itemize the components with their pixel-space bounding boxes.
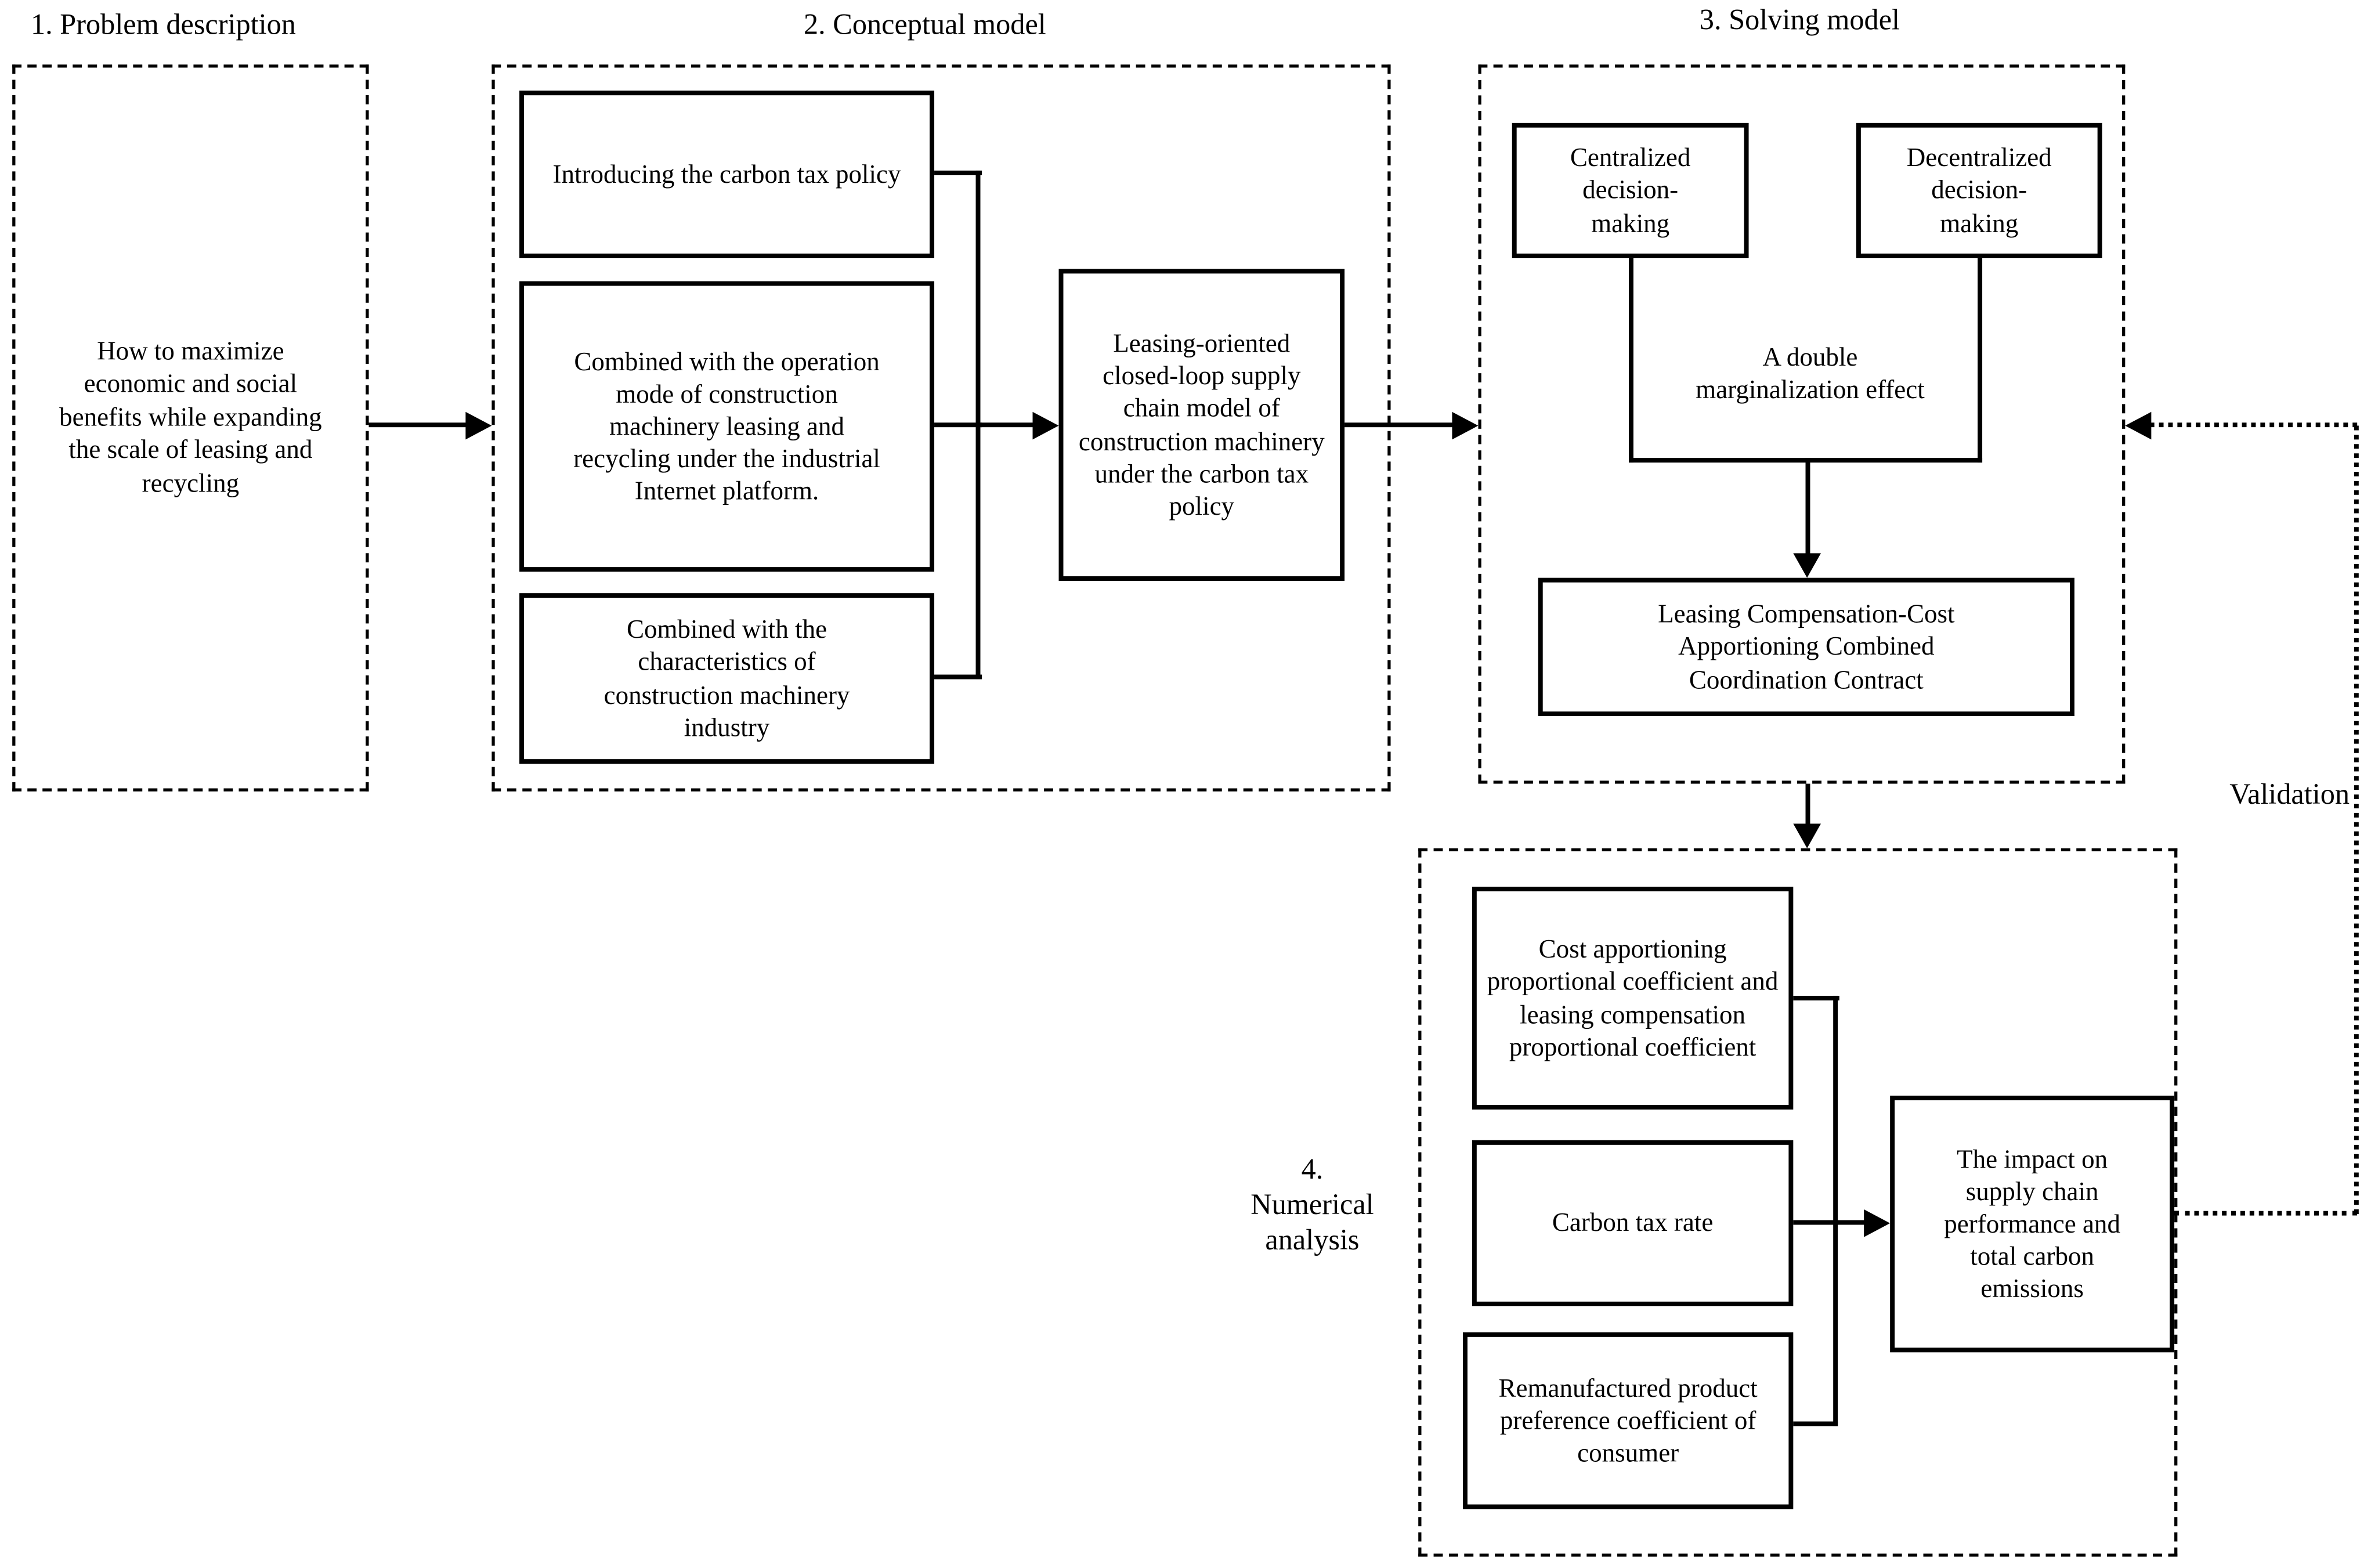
operation-mode-text: Combined with the operation mode of cons… — [573, 346, 880, 506]
carbon-tax-policy-box: Introducing the carbon tax policy — [519, 91, 935, 258]
industry-characteristics-box: Combined with the characteristics of con… — [519, 593, 935, 764]
impact-text: The impact on supply chain performance a… — [1944, 1144, 2120, 1303]
centralized-drop-line — [1628, 258, 1633, 463]
decentralized-text: Decentralized decision-making — [1906, 143, 2052, 238]
validation-label: Validation — [2229, 779, 2350, 812]
carbon-tax-rate-box: Carbon tax rate — [1472, 1140, 1794, 1306]
centralized-text: Centralized decision-making — [1570, 143, 1691, 238]
validation-arrow-head — [2125, 411, 2152, 440]
carbon-tax-policy-text: Introducing the carbon tax policy — [552, 160, 901, 189]
arrow-params-to-impact-head — [1864, 1209, 1891, 1237]
centralized-box: Centralized decision-making — [1512, 122, 1749, 258]
arrow-conceptual-to-solving-line — [1344, 422, 1455, 428]
cost-apportioning-box: Cost apportioning proportional coefficie… — [1472, 886, 1794, 1110]
arrow-bracket-to-model-line — [978, 422, 1036, 428]
arrow-problem-to-conceptual-line — [368, 422, 469, 428]
bracket-numerical-arm-top — [1793, 995, 1839, 1000]
bracket-conceptual-arm-top — [934, 170, 982, 175]
arrow-conceptual-to-solving-head — [1452, 411, 1479, 440]
impact-box: The impact on supply chain performance a… — [1890, 1096, 2175, 1353]
decentralized-drop-line — [1978, 258, 1983, 463]
industry-characteristics-text: Combined with the characteristics of con… — [603, 615, 850, 742]
problem-statement: How to maximize economic and social bene… — [59, 336, 322, 497]
arrow-bracket-to-model-head — [1032, 411, 1059, 440]
validation-path-vertical — [2354, 425, 2359, 1214]
section-4-title: 4. Numerical analysis — [1250, 1154, 1374, 1258]
cost-apportioning-text: Cost apportioning proportional coefficie… — [1487, 934, 1779, 1061]
carbon-tax-rate-text: Carbon tax rate — [1552, 1208, 1714, 1238]
arrow-to-contract-line — [1805, 458, 1810, 557]
arrow-params-to-impact-line — [1793, 1220, 1867, 1225]
arrow-solving-to-numerical-line — [1805, 783, 1810, 827]
solving-section-container — [1478, 64, 2126, 784]
numerical-section-container — [1418, 848, 2178, 1557]
arrow-to-contract-head — [1793, 553, 1821, 578]
supply-chain-model-text: Leasing-oriented closed-loop supply chai… — [1078, 329, 1325, 521]
validation-path-top — [2149, 422, 2358, 428]
coordination-contract-box: Leasing Compensation-Cost Apportioning C… — [1538, 577, 2074, 717]
validation-path-bottom — [2174, 1211, 2358, 1216]
bracket-conceptual-arm-middle — [934, 422, 982, 428]
bracket-numerical-arm-bottom — [1793, 1421, 1838, 1426]
conceptual-section-container — [491, 64, 1391, 792]
remanufactured-preference-text: Remanufactured product preference coeffi… — [1498, 1374, 1758, 1468]
remanufactured-preference-box: Remanufactured product preference coeffi… — [1462, 1332, 1794, 1509]
supply-chain-model-box: Leasing-oriented closed-loop supply chai… — [1058, 269, 1345, 581]
bracket-numerical-spine — [1833, 995, 1838, 1426]
coordination-contract-text: Leasing Compensation-Cost Apportioning C… — [1658, 599, 1955, 694]
section-1-title: 1. Problem description — [30, 9, 296, 42]
arrow-solving-to-numerical-head — [1793, 823, 1821, 848]
problem-section-container — [12, 64, 369, 792]
decentralized-box: Decentralized decision-making — [1856, 122, 2102, 258]
double-marginalization-label: A double marginalization effect — [1696, 342, 1925, 405]
operation-mode-box: Combined with the operation mode of cons… — [519, 281, 935, 572]
bracket-conceptual-arm-bottom — [934, 674, 982, 680]
section-3-title: 3. Solving model — [1699, 4, 1900, 37]
bracket-conceptual-spine — [975, 170, 981, 680]
arrow-problem-to-conceptual-head — [465, 411, 492, 440]
section-2-title: 2. Conceptual model — [803, 9, 1046, 42]
